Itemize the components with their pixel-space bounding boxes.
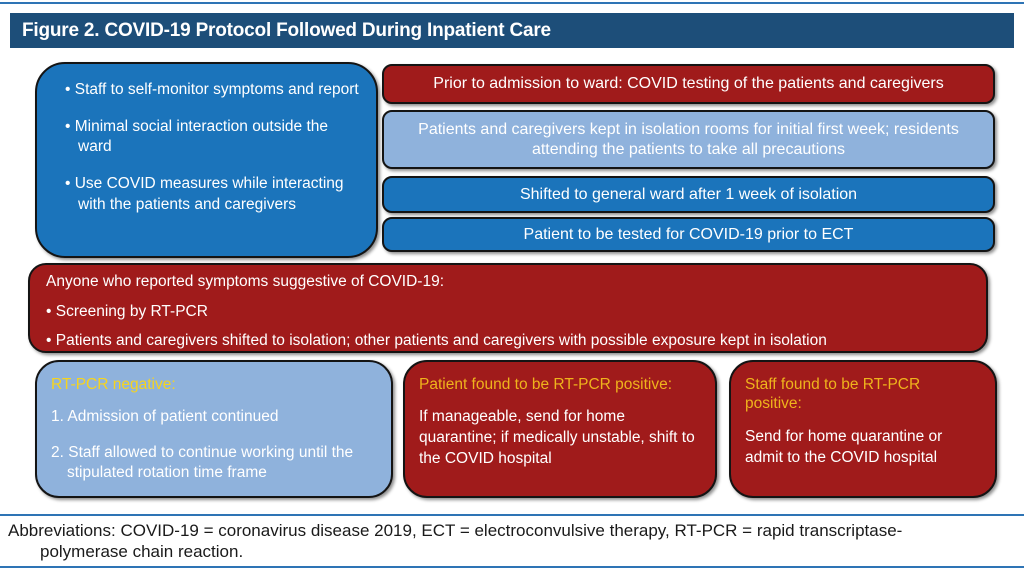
admission-step-general-ward: Shifted to general ward after 1 week of … — [382, 176, 995, 213]
rtpcr-negative-item: 2. Staff allowed to continue working unt… — [51, 443, 354, 481]
staff-positive-heading: Staff found to be RT-PCR positive: — [745, 376, 921, 413]
rtpcr-negative-heading: RT-PCR negative: — [51, 376, 176, 393]
footnote-divider — [0, 514, 1024, 516]
abbreviations-footnote: Abbreviations: COVID-19 = coronavirus di… — [8, 520, 902, 563]
symptoms-bullet: Screening by RT-PCR — [46, 303, 970, 322]
top-rule — [0, 2, 1024, 4]
staff-positive-body: Send for home quarantine or admit to the… — [745, 427, 943, 466]
staff-precaution-item: Staff to self-monitor symptoms and repor… — [65, 80, 364, 100]
staff-precaution-item: Minimal social interaction outside the w… — [65, 117, 364, 157]
figure-title-bar: Figure 2. COVID-19 Protocol Followed Dur… — [10, 13, 1014, 48]
patient-positive-heading: Patient found to be RT-PCR positive: — [419, 376, 673, 393]
symptoms-bullet: Patients and caregivers shifted to isola… — [46, 332, 970, 351]
rtpcr-negative-item: 1. Admission of patient continued — [51, 408, 279, 426]
figure-title: Figure 2. COVID-19 Protocol Followed Dur… — [22, 19, 551, 41]
staff-precautions-box: Staff to self-monitor symptoms and repor… — [35, 62, 378, 258]
symptoms-protocol-box: Anyone who reported symptoms suggestive … — [28, 263, 988, 353]
admission-step-isolation-rooms: Patients and caregivers kept in isolatio… — [382, 110, 995, 169]
rtpcr-negative-box: RT-PCR negative: 1. Admission of patient… — [35, 360, 393, 498]
abbreviations-line: Abbreviations: COVID-19 = coronavirus di… — [8, 521, 903, 540]
patient-positive-body: If manageable, send for home quarantine;… — [419, 408, 695, 468]
staff-positive-box: Staff found to be RT-PCR positive: Send … — [729, 360, 997, 498]
admission-step-ect-testing: Patient to be tested for COVID-19 prior … — [382, 217, 995, 252]
patient-positive-box: Patient found to be RT-PCR positive: If … — [403, 360, 717, 498]
symptoms-heading: Anyone who reported symptoms suggestive … — [46, 273, 445, 290]
bottom-rule — [0, 566, 1024, 568]
abbreviations-line: polymerase chain reaction. — [40, 542, 244, 562]
admission-step-covid-testing: Prior to admission to ward: COVID testin… — [382, 64, 995, 104]
staff-precaution-item: Use COVID measures while interacting wit… — [65, 174, 364, 214]
staff-precautions-list: Staff to self-monitor symptoms and repor… — [55, 80, 364, 215]
